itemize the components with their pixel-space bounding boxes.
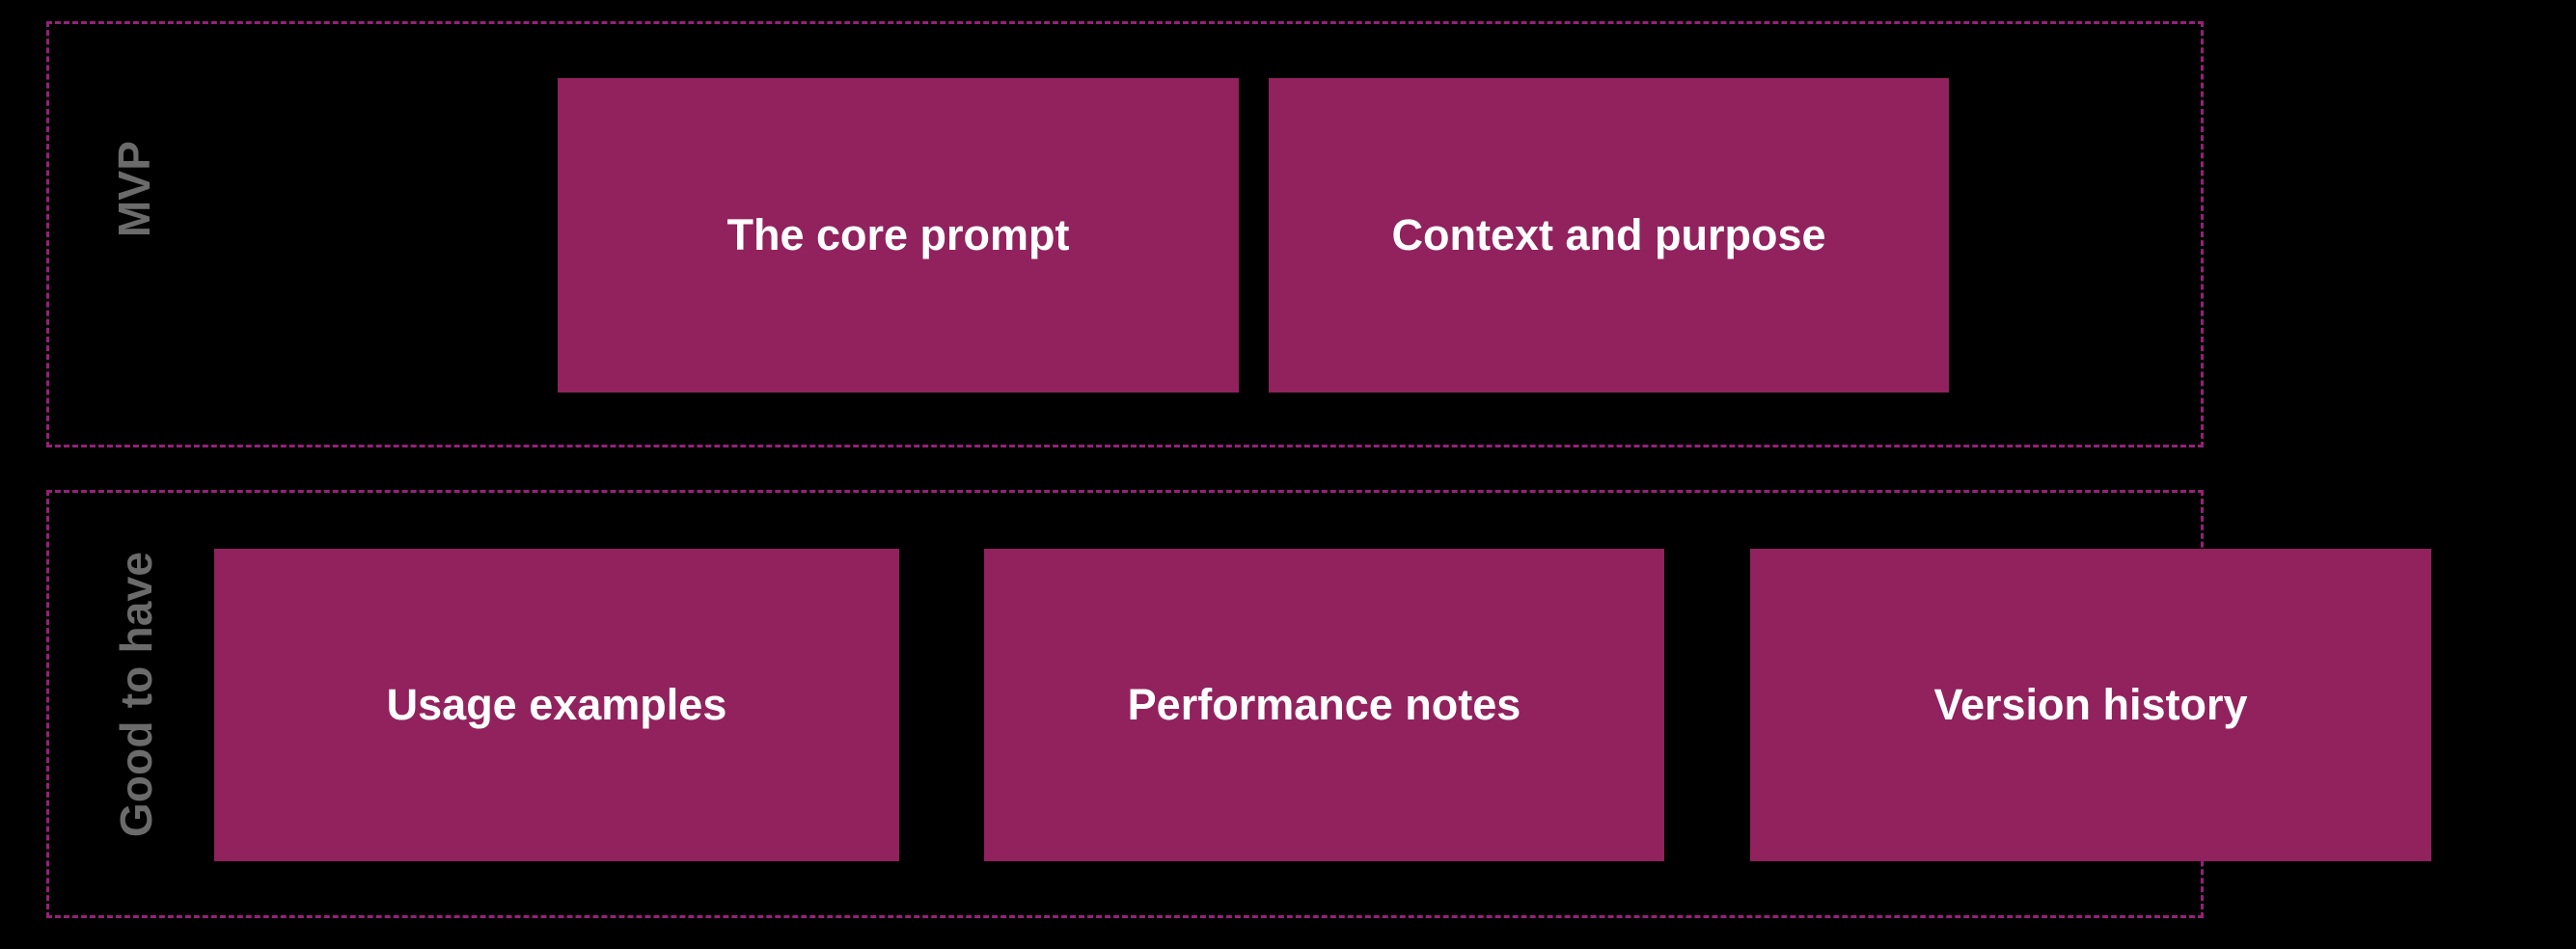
lane-label-mvp: MVP	[109, 140, 159, 238]
card-version-history[interactable]: Version history	[1750, 549, 2431, 861]
lane-mvp	[46, 21, 2204, 447]
card-usage-examples[interactable]: Usage examples	[214, 549, 899, 861]
card-label: Version history	[1933, 680, 2248, 730]
card-label: Usage examples	[386, 680, 727, 730]
card-label: Performance notes	[1127, 680, 1521, 730]
card-label: Context and purpose	[1391, 210, 1826, 260]
lane-label-good-to-have: Good to have	[111, 551, 161, 838]
card-performance-notes[interactable]: Performance notes	[984, 549, 1664, 861]
card-label: The core prompt	[726, 210, 1070, 260]
card-context-and-purpose[interactable]: Context and purpose	[1269, 78, 1949, 393]
card-the-core-prompt[interactable]: The core prompt	[558, 78, 1239, 393]
